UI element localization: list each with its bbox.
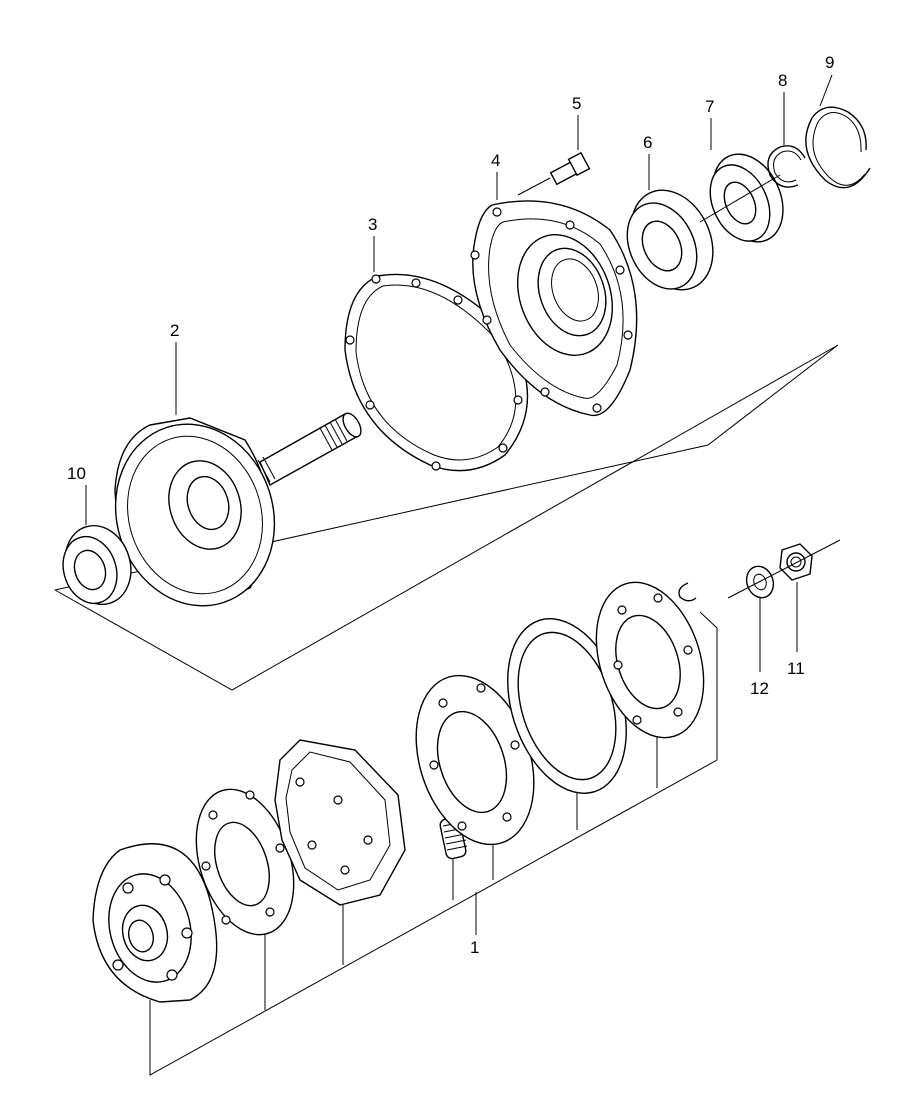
callout-11: 11 — [787, 659, 805, 678]
part-1-clutch-shoes — [274, 739, 406, 906]
part-1-drive-plate — [92, 843, 218, 1003]
lower-assembly-leaders — [149, 611, 718, 1076]
part-8-snap-ring — [699, 92, 806, 223]
callout-1: 1 — [470, 938, 479, 957]
callout-6: 6 — [643, 133, 652, 152]
part-7-washer — [709, 118, 784, 243]
callout-9: 9 — [825, 53, 834, 72]
callout-2: 2 — [170, 321, 179, 340]
part-12-washer — [727, 539, 841, 672]
part-10-bearing — [62, 485, 132, 606]
part-6-bearing — [626, 154, 714, 291]
part-1-plate-b — [415, 674, 535, 846]
part-5-bolt — [517, 115, 591, 196]
callout-4: 4 — [491, 151, 500, 170]
part-11-nut — [779, 543, 813, 652]
part-9-circlip — [805, 74, 871, 189]
part-1-clip — [678, 582, 697, 602]
callout-3: 3 — [368, 215, 377, 234]
part-1-friction-ring — [507, 618, 627, 794]
part-1-plate-c — [595, 581, 705, 739]
callout-5: 5 — [572, 94, 581, 113]
callout-7: 7 — [705, 97, 714, 116]
part-2-clutch-drum — [114, 342, 362, 607]
part-4-clutch-cover — [470, 172, 638, 417]
callout-12: 12 — [750, 679, 769, 698]
part-1-plate-a — [195, 788, 295, 936]
callout-8: 8 — [778, 71, 787, 90]
callout-10: 10 — [67, 464, 86, 483]
upper-assembly-bracket — [54, 344, 839, 691]
